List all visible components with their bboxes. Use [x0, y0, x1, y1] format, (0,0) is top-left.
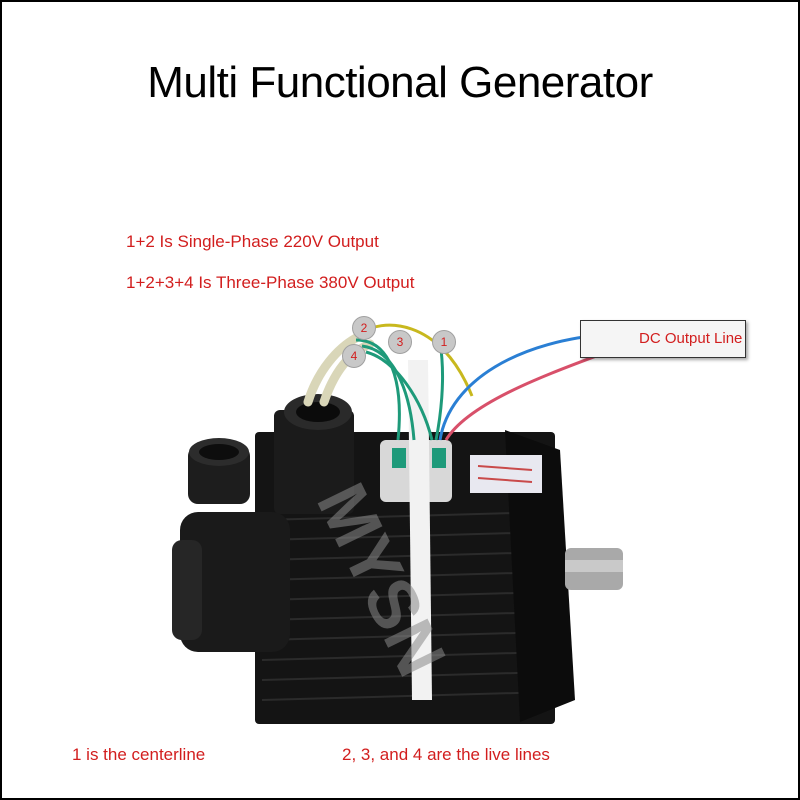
centerline-note: 1 is the centerline — [72, 745, 206, 764]
dc-output-label: DC Output Line — [639, 330, 743, 347]
single-phase-note: 1+2 Is Single-Phase 220V Output — [126, 232, 379, 251]
nameplate — [470, 455, 542, 493]
white-strap — [408, 360, 432, 700]
power-connector — [274, 410, 354, 514]
rear-end-cap — [180, 512, 290, 652]
cooling-fins — [261, 511, 553, 701]
page-title: Multi Functional Generator — [147, 58, 653, 107]
front-flange — [505, 430, 575, 722]
terminal-badge-2: 2 — [352, 316, 376, 340]
dc-wire-blue — [438, 332, 613, 441]
three-phase-note: 1+2+3+4 Is Three-Phase 380V Output — [126, 273, 415, 292]
terminal-badge-1: 1 — [432, 330, 456, 354]
live-lines-note: 2, 3, and 4 are the live lines — [342, 745, 550, 764]
dc-output-callout: DC Output Line — [580, 320, 746, 358]
terminal-badge-3: 3 — [388, 330, 412, 354]
terminal-badge-4: 4 — [342, 344, 366, 368]
